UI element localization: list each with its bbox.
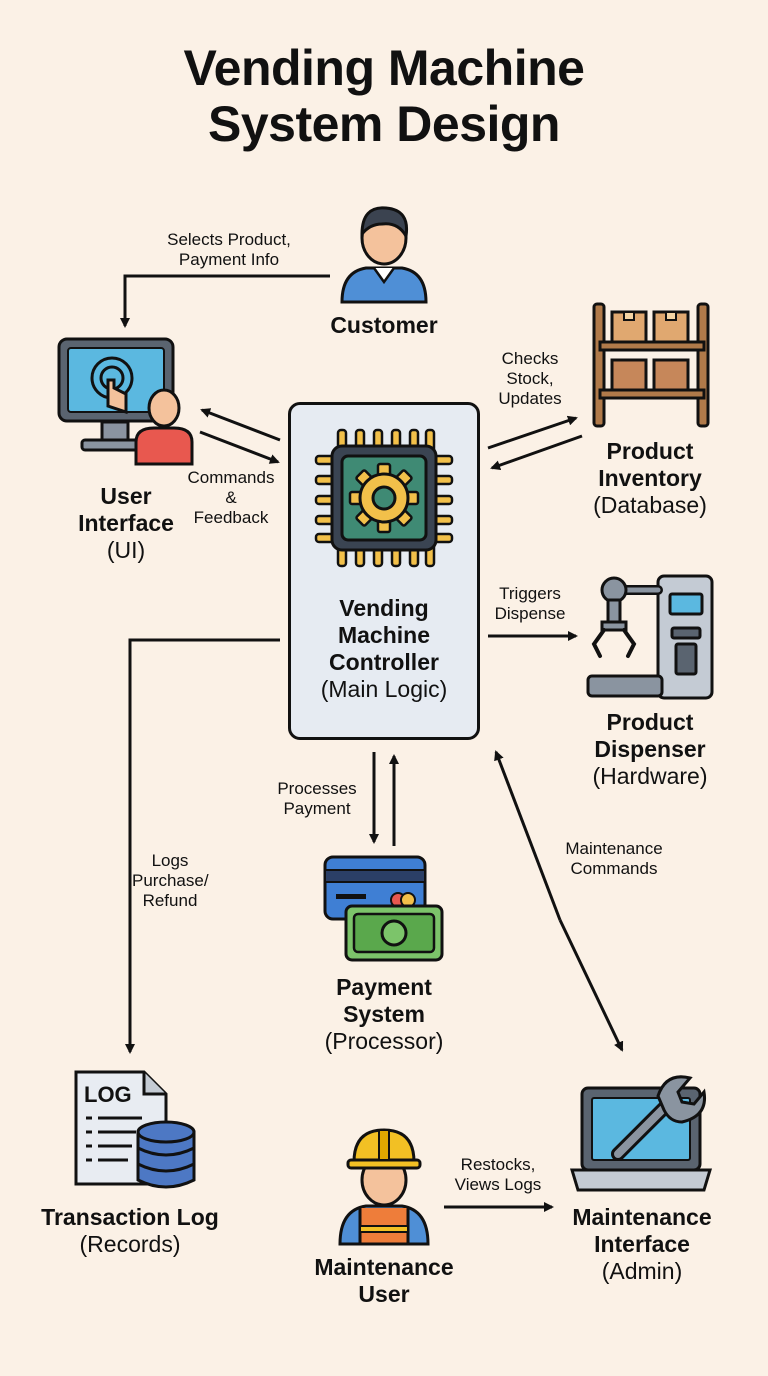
edge-label-controller-payment: Processes Payment — [262, 779, 372, 819]
diagram-title: Vending Machine System Design — [0, 40, 768, 152]
maint-user-line-2: User — [358, 1281, 410, 1307]
edge-ui-controller-line-1: Commands — [187, 468, 275, 487]
edge-customer-ui-line-2: Payment Info — [178, 250, 280, 269]
node-maintenance-user[interactable]: Maintenance User — [294, 1254, 474, 1308]
edge-maintuser-line-1: Restocks, — [460, 1155, 536, 1174]
inventory-sub: (Database) — [593, 492, 707, 518]
edge-inventory-line-1: Checks — [501, 349, 559, 368]
edge-label-controller-inventory: Checks Stock, Updates — [478, 349, 582, 409]
arrow-inventory-to-controller — [490, 434, 583, 471]
inventory-line-2: Inventory — [598, 465, 702, 491]
maint-interface-sub: (Admin) — [601, 1258, 683, 1284]
payment-line-2: System — [343, 1001, 425, 1027]
chip-gear-icon — [314, 428, 454, 568]
ui-line-2: Interface — [78, 510, 174, 536]
node-customer[interactable]: Customer — [300, 312, 468, 339]
controller-line-1: Vending — [339, 595, 429, 621]
inventory-line-1: Product — [606, 438, 694, 464]
edge-log-line-1: Logs — [151, 851, 189, 870]
edge-label-ui-controller: Commands & Feedback — [176, 468, 286, 528]
arrow-customer-to-ui — [120, 274, 330, 328]
dispenser-line-2: Dispenser — [594, 736, 706, 762]
edge-ui-controller-line-3: Feedback — [193, 508, 269, 527]
edge-payment-line-2: Payment — [283, 799, 351, 818]
robot-arm-machine-icon — [586, 574, 714, 700]
edge-log-line-3: Refund — [142, 891, 198, 910]
edge-inventory-line-2: Stock, — [506, 369, 554, 388]
customer-name: Customer — [330, 312, 438, 338]
controller-line-3: Controller — [329, 649, 439, 675]
log-icon-text: LOG — [84, 1082, 132, 1107]
edge-maintuser-line-2: Views Logs — [454, 1175, 542, 1194]
edge-customer-ui-line-1: Selects Product, — [167, 230, 291, 249]
arrow-maintenance-to-controller — [494, 750, 562, 921]
edge-dispenser-line-1: Triggers — [499, 584, 561, 603]
touchscreen-monitor-icon — [57, 337, 194, 466]
log-line-1: Transaction Log — [41, 1204, 219, 1230]
node-controller[interactable]: Vending Machine Controller (Main Logic) — [292, 595, 476, 703]
log-database-icon: LOG — [74, 1070, 196, 1189]
maint-interface-line-1: Maintenance — [572, 1204, 712, 1230]
edge-maintenance-line-1: Maintenance — [565, 839, 663, 858]
card-cash-icon — [323, 855, 444, 962]
edge-inventory-line-3: Updates — [498, 389, 562, 408]
edge-dispenser-line-2: Dispense — [494, 604, 566, 623]
edge-payment-line-1: Processes — [277, 779, 357, 798]
edge-log-line-2: Purchase/ — [132, 871, 209, 890]
payment-line-1: Payment — [336, 974, 432, 1000]
controller-line-2: Machine — [337, 622, 431, 648]
edge-label-customer-ui: Selects Product, Payment Info — [144, 230, 314, 270]
payment-sub: (Processor) — [324, 1028, 444, 1054]
arrow-ui-to-controller — [199, 430, 280, 464]
log-sub: (Records) — [79, 1231, 181, 1257]
maint-interface-line-2: Interface — [594, 1231, 690, 1257]
dispenser-line-1: Product — [606, 709, 694, 735]
title-line-2: System Design — [208, 96, 560, 152]
shelf-boxes-icon — [592, 302, 710, 428]
person-icon — [340, 206, 428, 304]
edge-maintenance-line-2: Commands — [570, 859, 658, 878]
title-line-1: Vending Machine — [183, 40, 585, 96]
dispenser-sub: (Hardware) — [592, 763, 708, 789]
maint-user-line-1: Maintenance — [314, 1254, 454, 1280]
node-transaction-log[interactable]: Transaction Log (Records) — [20, 1204, 240, 1258]
ui-sub: (UI) — [106, 537, 146, 563]
node-payment-system[interactable]: Payment System (Processor) — [300, 974, 468, 1055]
edge-label-controller-dispenser: Triggers Dispense — [482, 584, 578, 624]
arrow-controller-to-ui — [200, 408, 281, 442]
ui-line-1: User — [100, 483, 152, 509]
worker-hardhat-icon — [338, 1128, 430, 1246]
edge-label-maintuser-interface: Restocks, Views Logs — [442, 1155, 554, 1195]
arrow-controller-to-maintenance — [558, 919, 624, 1052]
arrow-controller-to-log — [125, 638, 280, 1054]
node-product-dispenser[interactable]: Product Dispenser (Hardware) — [570, 709, 730, 790]
node-maintenance-interface[interactable]: Maintenance Interface (Admin) — [556, 1204, 728, 1285]
edge-label-controller-maintenance: Maintenance Commands — [548, 839, 680, 879]
node-user-interface[interactable]: User Interface (UI) — [60, 483, 192, 564]
arrow-controller-to-inventory — [487, 415, 578, 450]
controller-sub: (Main Logic) — [320, 676, 448, 702]
edge-ui-controller-line-2: & — [225, 488, 237, 507]
node-product-inventory[interactable]: Product Inventory (Database) — [570, 438, 730, 519]
laptop-wrench-icon — [570, 1075, 713, 1192]
edge-label-controller-log: Logs Purchase/ Refund — [132, 851, 209, 911]
